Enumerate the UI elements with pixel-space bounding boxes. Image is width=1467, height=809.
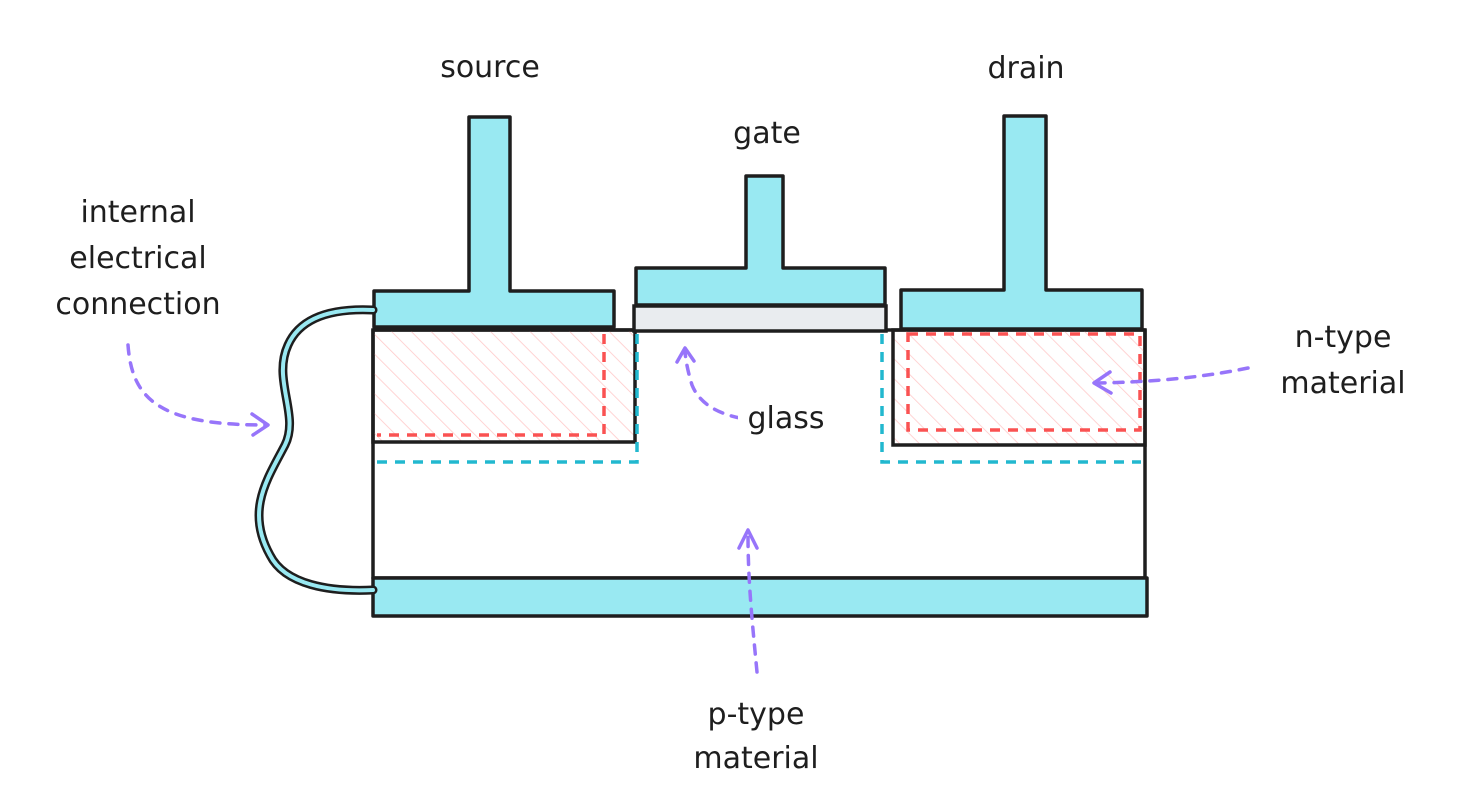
- label-glass: glass: [747, 401, 824, 436]
- arrow-head-internal-connection: [250, 412, 270, 437]
- arrow-n-type: [1096, 366, 1250, 385]
- label-source: source: [440, 50, 540, 85]
- arrow-p-type: [746, 533, 759, 674]
- label-n-type-line1: n-type: [1295, 320, 1392, 355]
- arrow-head-glass: [675, 346, 696, 364]
- internal-connection-wire: [254, 305, 378, 595]
- drain-terminal: [899, 114, 1144, 331]
- arrow-head-n-type: [1092, 370, 1113, 395]
- n-region-dashed-outline-left: [377, 334, 606, 437]
- arrow-glass: [683, 350, 742, 420]
- channel-dashed-outline: [377, 334, 1141, 464]
- label-internal-line2: electrical: [69, 241, 206, 276]
- arrow-internal-connection: [126, 343, 267, 427]
- glass-layer: [632, 304, 888, 333]
- internal-connection-wire-fill: [257, 307, 375, 593]
- label-internal-line1: internal: [80, 195, 195, 230]
- label-drain: drain: [987, 51, 1064, 86]
- gate-terminal: [634, 174, 887, 307]
- label-p-type-line1: p-type: [708, 697, 805, 732]
- label-p-type-line2: material: [693, 741, 818, 776]
- n-region-dashed-outline-right: [906, 332, 1142, 432]
- n-type-region-source: [371, 328, 637, 444]
- n-type-region-drain: [891, 328, 1147, 447]
- label-n-type-line2: material: [1280, 366, 1405, 401]
- glass-label-bg: [738, 398, 834, 440]
- label-gate: gate: [733, 116, 801, 151]
- source-terminal: [372, 115, 616, 329]
- label-internal-line3: connection: [55, 287, 220, 322]
- arrow-head-p-type: [737, 528, 759, 550]
- body-contact: [371, 576, 1149, 618]
